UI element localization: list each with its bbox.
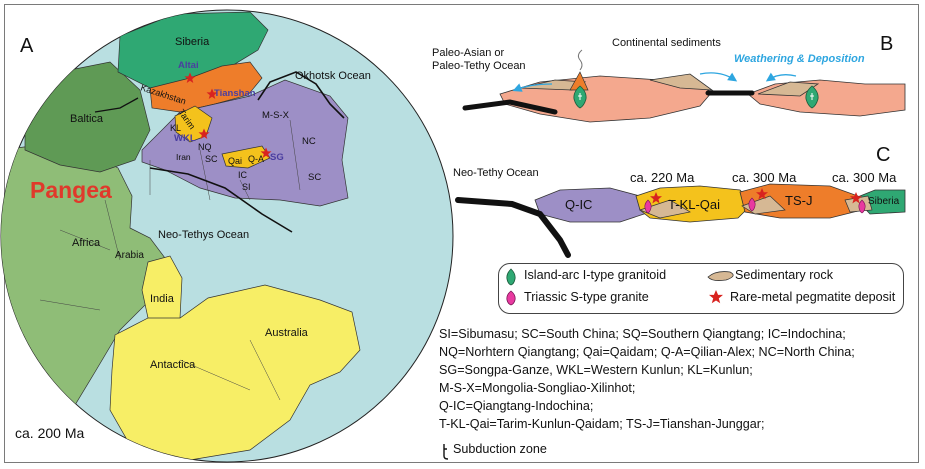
subduction-line-west [94,97,139,113]
legend-island-arc: Island-arc I-type granitoid [524,268,667,282]
legend-subduction-icon [443,444,449,460]
label-wkl: WKL [174,133,196,144]
granitoid-marker-b-1 [573,85,587,109]
legend-sedimentary: Sedimentary rock [735,268,833,282]
subduction-line-neotethys [149,167,293,233]
s-type-marker-c-1 [644,199,652,214]
label-sg: SG [270,152,284,163]
block-label-tsj: TS-J [785,193,812,208]
arrow-b-right [765,72,797,82]
label-ic: IC [238,170,248,180]
abbreviation-line-4: M-S-X=Mongolia-Songliao-Xilinhot; [439,381,636,395]
panel-b-ocean-line2: Paleo-Tethy Ocean [432,60,526,72]
continent-baltica [24,61,151,173]
s-type-marker-c-3 [858,199,866,214]
label-msx: M-S-X [262,110,290,121]
pegmatite-stars-map [184,72,272,158]
label-qai: Qai [228,156,242,166]
panel-b-ocean-line1: Paleo-Asian or [432,47,504,59]
label-nq: NQ [198,142,212,152]
block-label-siberia: Siberia [868,196,900,207]
legend-sedimentary-icon [707,271,734,281]
label-baltica: Baltica [70,113,104,125]
star-tianshan [206,88,218,99]
panel-b-weathering: Weathering & Deposition [734,53,865,65]
panel-c-ocean: Neo-Tethy Ocean [453,167,539,179]
label-africa: Africa [72,237,101,249]
map-age-label: ca. 200 Ma [15,425,84,441]
label-pangea: Pangea [30,177,112,203]
abbreviation-line-5: Q-IC=Qiangtang-Indochina; [439,399,594,413]
panel-label-c: C [876,144,890,166]
star-wkl [198,128,210,139]
terrane-boundaries [39,119,301,401]
label-arabia: Arabia [115,250,144,261]
abbreviation-line-6: T-KL-Qai=Tarim-Kunlun-Qaidam; TS-J=Tians… [439,417,765,431]
continent-siberia [117,11,269,89]
panel-c-age-2: ca. 300 Ma [732,170,797,185]
label-siberia: Siberia [175,36,210,48]
star-sg [260,147,272,158]
sediment-mid [649,73,714,91]
continent-antarctica-australia [109,284,361,461]
panel-c-age-1: ca. 220 Ma [630,170,695,185]
label-si: SI [242,182,251,192]
label-sc: SC [205,154,218,164]
block-kazakhstan [149,61,263,113]
legend-box [498,263,904,314]
panel-label-a: A [20,35,34,57]
label-tianshan: Tianshan [214,88,256,99]
sediment-right [757,81,820,97]
sediment-c-1 [638,199,691,219]
s-type-marker-c-2 [748,197,756,212]
subducting-slab-b [462,90,755,115]
legend-star-icon [709,290,723,304]
label-sc-east: SC [308,172,321,183]
abbreviation-line-2: NQ=Norhtern Qiangtang; Qai=Qaidam; Q-A=Q… [439,345,855,359]
label-qa: Q-A [248,154,264,164]
panel-b-sediments: Continental sediments [612,37,721,49]
block-qic [534,187,651,223]
label-kl: KL [170,123,181,133]
star-c-2 [756,188,768,200]
label-australia: Australia [265,327,309,339]
star-c-1 [650,192,662,204]
crust-right [747,79,906,117]
continent-india [141,255,183,327]
block-label-qic: Q-IC [565,197,592,212]
abbreviation-line-3: SG=Songpa-Ganze, WKL=Western Kunlun; KL=… [439,363,753,377]
label-iran: Iran [176,152,191,162]
star-c-3 [850,192,862,204]
label-neo-tethys: Neo-Tethys Ocean [158,229,249,241]
legend-pegmatite: Rare-metal pegmatite deposit [730,290,896,304]
arrow-b-left [512,83,553,92]
label-okhotsk: Okhotsk Ocean [295,70,371,82]
subduction-line-okhotsk [257,71,345,119]
arrow-b-mid [699,72,738,82]
abbreviation-line-1: SI=Sibumasu; SC=South China; SQ=Southern… [439,327,846,341]
subducting-slab-c [455,197,571,258]
subduction-zone-label: Subduction zone [453,442,547,456]
legend-icons [443,268,734,460]
block-qaidam [221,145,271,169]
star-altai [184,72,196,83]
label-india: India [150,293,175,305]
panel-c-age-3: ca. 300 Ma [832,170,897,185]
granitoid-marker-b-2 [805,85,819,109]
panel-label-b: B [880,33,893,55]
label-antarctica: Antactica [150,359,196,371]
block-label-tklqai: T-KL-Qai [668,197,720,212]
legend-s-type-icon [506,290,516,306]
volcano-smoke [577,49,583,71]
legend-s-type: Triassic S-type granite [524,290,649,304]
label-altai: Altai [178,60,199,71]
panel-c-cross-section: C Neo-Tethy Ocean ca. 220 Ma ca. 300 Ma … [453,144,906,258]
pegmatite-stars-c [650,188,862,204]
label-nc: NC [302,136,316,147]
sediment-left [519,79,587,91]
paleo-globe-map: A Siberia Baltica Altai Kazakhstan Tians… [0,9,454,463]
panel-b-cross-section: B Paleo-Asian or Paleo-Tethy Ocean Conti… [432,33,906,123]
